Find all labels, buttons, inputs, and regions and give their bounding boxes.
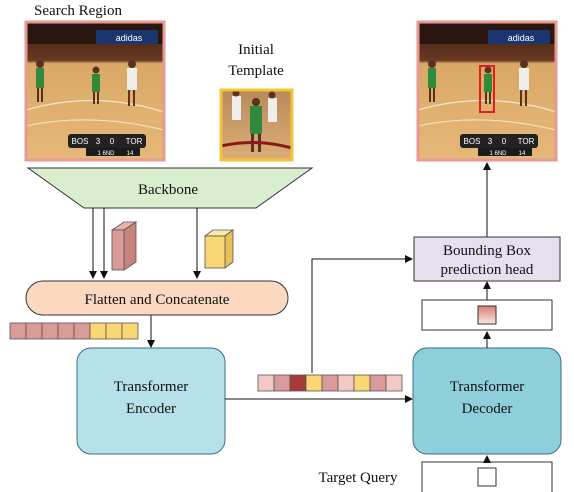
initial-template-label-line2: Template (228, 63, 284, 79)
scoreboard-team-left: BOS (72, 137, 89, 146)
encoder-token-yellow (305, 374, 323, 392)
decoder-label-line2: Decoder (462, 401, 513, 417)
encoder-token-yellow (353, 374, 371, 392)
search-region-image: adidas BOS 3 0 TOR 1 6ND 14 (24, 20, 166, 162)
adidas-banner (96, 30, 158, 44)
output-scoreboard-team-left: BOS (464, 137, 481, 146)
bbox-head-label-line2: prediction head (441, 262, 534, 278)
arrow-encoder-to-head (311, 255, 413, 373)
output-scoreboard-score-right: 0 (502, 137, 507, 146)
encoder-token-light (257, 374, 275, 392)
player-green-1 (36, 60, 44, 102)
output-scoreboard-team-right: TOR (518, 137, 535, 146)
bbox-head-label-line1: Bounding Box (443, 243, 531, 259)
flatten-token-template (121, 322, 139, 340)
output-adidas-banner-text: adidas (508, 33, 535, 43)
scoreboard-score-left: 3 (96, 137, 101, 146)
encoder-token-search (273, 374, 291, 392)
initial-template-image (219, 88, 294, 162)
template-feature-map (203, 229, 235, 269)
decoder-output-token (477, 305, 497, 325)
adidas-banner-text: adidas (116, 33, 143, 43)
decoder-label-line1: Transformer (450, 379, 524, 395)
output-scoreboard-score-left: 3 (488, 137, 493, 146)
scoreboard-clock: 1 6ND (97, 151, 115, 157)
flatten-token-search (41, 322, 59, 340)
output-scoreboard: BOS 3 0 TOR 1 6ND 14 (460, 134, 538, 157)
encoder-label-line2: Encoder (126, 401, 176, 417)
scoreboard-score-right: 0 (110, 137, 115, 146)
scoreboard: BOS 3 0 TOR 1 6ND 14 (68, 134, 146, 157)
flatten-token-template (89, 322, 107, 340)
encoder-token-dark (289, 374, 307, 392)
target-query-label: Target Query (318, 470, 398, 486)
encoder-token-search (369, 374, 387, 392)
backbone-label: Backbone (138, 182, 198, 198)
search-region-label: Search Region (34, 3, 122, 19)
flatten-token-search (9, 322, 27, 340)
output-scoreboard-shot-clock: 14 (519, 151, 526, 157)
initial-template-label-line1: Initial (238, 42, 274, 58)
player-green-2 (92, 66, 100, 104)
scoreboard-shot-clock: 14 (127, 151, 134, 157)
encoder-token-light (337, 374, 355, 392)
transformer-encoder-block (76, 347, 226, 455)
encoder-token-search (321, 374, 339, 392)
player-white (127, 60, 137, 106)
flatten-token-search (73, 322, 91, 340)
encoder-token-strip (257, 374, 403, 392)
flatten-concat-label: Flatten and Concatenate (85, 292, 230, 308)
output-image: adidas BOS 3 0 TOR 1 6ND 14 (416, 20, 558, 162)
flatten-token-template (105, 322, 123, 340)
scoreboard-team-right: TOR (126, 137, 143, 146)
flatten-token-search (57, 322, 75, 340)
flatten-token-search (25, 322, 43, 340)
search-feature-map (110, 221, 138, 271)
target-query-token (477, 467, 497, 487)
backbone-block (26, 167, 314, 209)
predicted-bounding-box (479, 65, 495, 113)
encoder-label-line1: Transformer (114, 379, 188, 395)
flatten-token-strip (9, 322, 139, 340)
bbox-head-block (413, 236, 561, 282)
flatten-concat-block (25, 280, 289, 316)
output-scoreboard-clock: 1 6ND (489, 151, 507, 157)
encoder-token-light (385, 374, 403, 392)
